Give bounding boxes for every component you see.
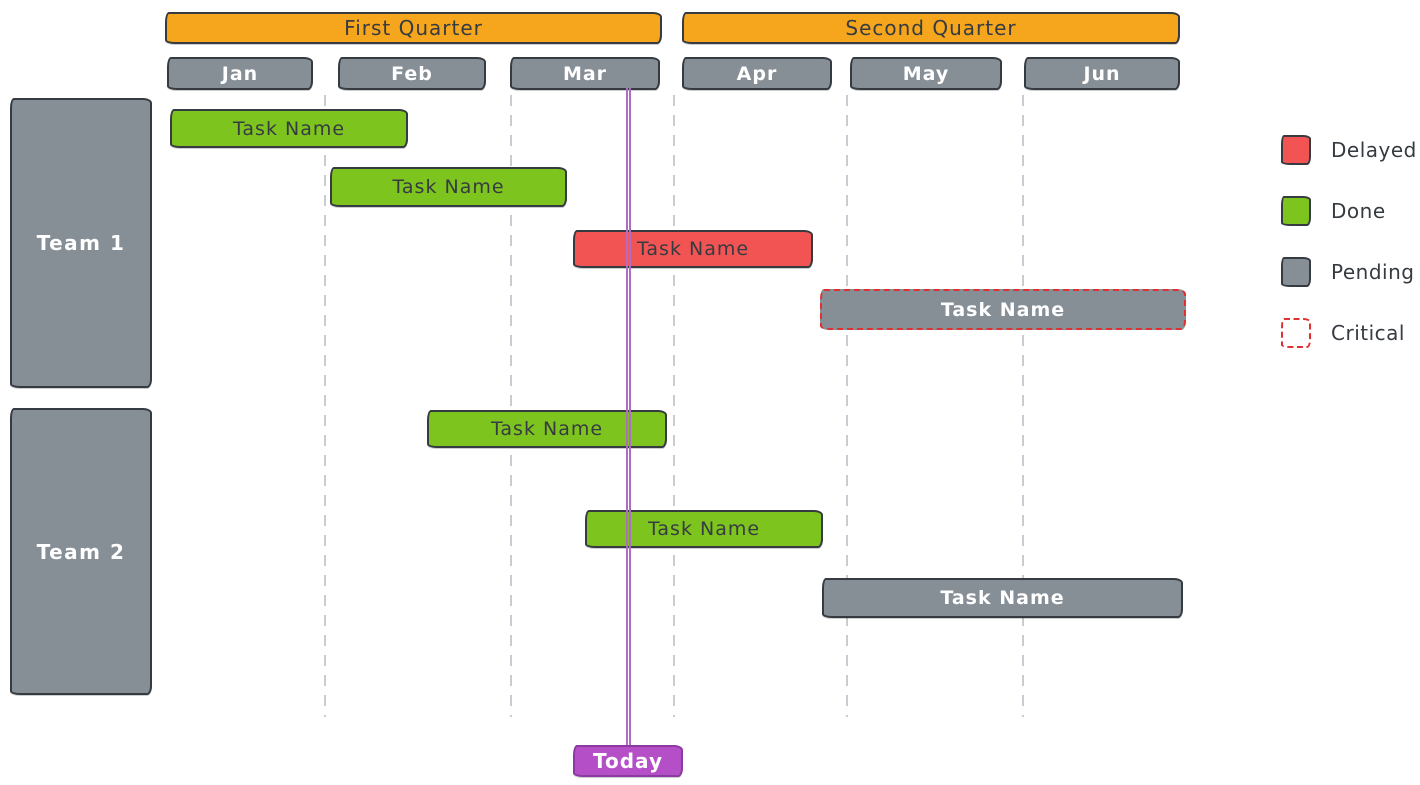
task-label: Task Name bbox=[940, 587, 1065, 609]
month-label: Feb bbox=[391, 62, 433, 85]
legend-item-done[interactable]: Done bbox=[1281, 196, 1417, 226]
today-box[interactable]: Today bbox=[573, 745, 683, 777]
month-label: May bbox=[902, 62, 950, 85]
legend-swatch-pending-icon bbox=[1281, 257, 1311, 287]
task-label: Task Name bbox=[490, 418, 604, 440]
today-line bbox=[626, 88, 631, 745]
quarter-label: Second Quarter bbox=[845, 16, 1017, 40]
legend-swatch-done-icon bbox=[1281, 196, 1311, 226]
month-header-feb[interactable]: Feb bbox=[338, 57, 486, 90]
month-gridline-5 bbox=[1022, 95, 1024, 717]
quarter-header-second-quarter[interactable]: Second Quarter bbox=[682, 12, 1180, 44]
month-label: Jun bbox=[1083, 62, 1121, 85]
legend-item-delayed[interactable]: Delayed bbox=[1281, 135, 1417, 165]
month-header-may[interactable]: May bbox=[850, 57, 1002, 90]
task-bar[interactable]: Task Name bbox=[170, 109, 408, 148]
team-1-lane[interactable]: Team 1 bbox=[10, 98, 152, 388]
task-label: Task Name bbox=[392, 176, 505, 198]
task-bar[interactable]: Task Name bbox=[330, 167, 567, 207]
month-header-jun[interactable]: Jun bbox=[1024, 57, 1180, 90]
task-label: Task Name bbox=[232, 117, 346, 140]
legend-item-pending[interactable]: Pending bbox=[1281, 257, 1417, 287]
month-header-apr[interactable]: Apr bbox=[682, 57, 832, 90]
legend-swatch-delayed-icon bbox=[1281, 135, 1311, 165]
task-bar[interactable]: Task Name bbox=[427, 410, 667, 448]
task-bar[interactable]: Task Name bbox=[820, 289, 1186, 330]
month-header-jan[interactable]: Jan bbox=[167, 57, 313, 90]
month-gridline-2 bbox=[510, 95, 512, 717]
month-label: Apr bbox=[736, 62, 778, 85]
quarter-header-first-quarter[interactable]: First Quarter bbox=[165, 12, 662, 44]
team-2-lane[interactable]: Team 2 bbox=[10, 408, 152, 695]
task-bar[interactable]: Task Name bbox=[573, 230, 813, 268]
quarter-label: First Quarter bbox=[344, 16, 483, 40]
task-bar[interactable]: Task Name bbox=[822, 578, 1183, 618]
month-gridline-4 bbox=[846, 95, 848, 717]
legend-label: Delayed bbox=[1331, 138, 1417, 162]
month-header-mar[interactable]: Mar bbox=[510, 57, 660, 90]
today-label: Today bbox=[593, 749, 663, 773]
legend-label: Pending bbox=[1331, 260, 1415, 284]
task-label: Task Name bbox=[647, 518, 761, 540]
task-label: Task Name bbox=[940, 298, 1066, 321]
task-bar[interactable]: Task Name bbox=[585, 510, 823, 548]
legend-item-critical[interactable]: Critical bbox=[1281, 318, 1417, 348]
month-gridline-1 bbox=[324, 95, 326, 717]
team-label: Team 1 bbox=[36, 231, 126, 255]
task-label: Task Name bbox=[636, 238, 750, 260]
month-label: Jan bbox=[221, 62, 259, 85]
legend-label: Critical bbox=[1331, 321, 1405, 345]
legend-label: Done bbox=[1331, 199, 1386, 223]
legend-swatch-critical-icon bbox=[1281, 318, 1311, 348]
month-label: Mar bbox=[562, 62, 608, 85]
month-gridline-3 bbox=[673, 95, 675, 717]
team-label: Team 2 bbox=[36, 539, 126, 564]
